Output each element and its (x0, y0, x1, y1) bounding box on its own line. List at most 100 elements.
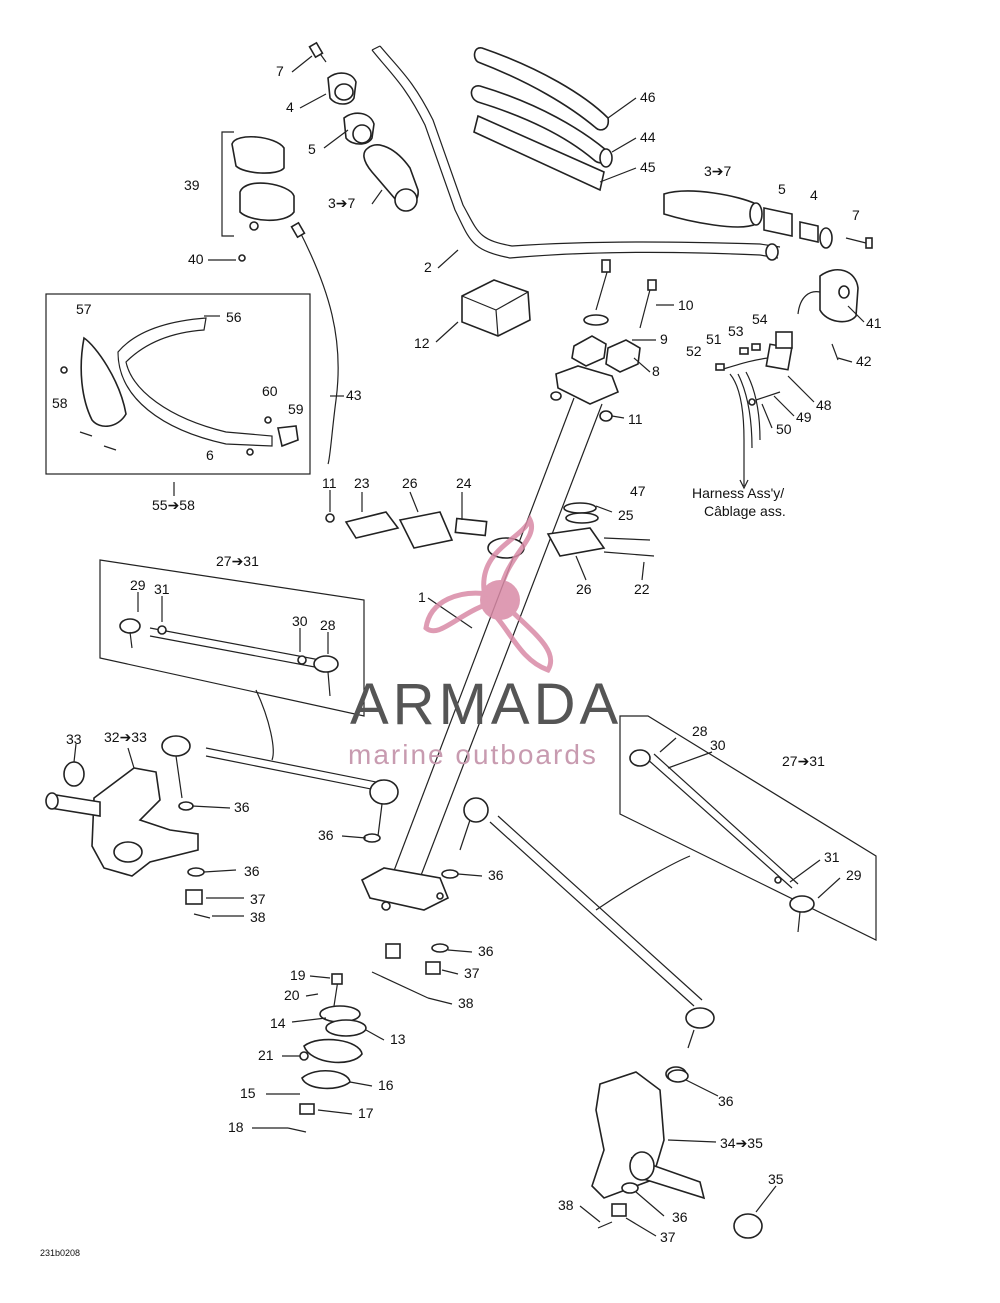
callout-10: 10 (678, 297, 694, 313)
callout-37-b: 37 (464, 965, 480, 981)
callout-28: 28 (320, 617, 336, 633)
callout-19: 19 (290, 967, 306, 983)
callout-47: 47 (630, 483, 646, 499)
propeller-logo (423, 514, 554, 674)
spindle-left (45, 761, 199, 877)
callout-43: 43 (346, 387, 362, 403)
column-clamp-hardware (550, 259, 657, 422)
callout-18: 18 (228, 1119, 244, 1135)
callout-3-to-7: 3➔7 (328, 195, 356, 211)
handlebar (371, 45, 781, 261)
callout-42: 42 (856, 353, 872, 369)
callout-5-right: 5 (778, 181, 786, 197)
callout-30: 30 (292, 613, 308, 629)
callout-7-right: 7 (852, 207, 860, 223)
handlebar-pad (470, 47, 613, 192)
tie-rod-right (459, 797, 715, 1049)
callout-46: 46 (640, 89, 656, 105)
callout-4: 4 (286, 99, 294, 115)
callout-45: 45 (640, 159, 656, 175)
cable-end (290, 221, 306, 239)
callout-50: 50 (776, 421, 792, 437)
callout-48: 48 (816, 397, 832, 413)
callout-2: 2 (424, 259, 432, 275)
callout-51: 51 (706, 331, 722, 347)
watermark-tagline: marine outboards (348, 739, 598, 770)
wiring-harness (715, 331, 793, 490)
left-grip-assembly (308, 41, 419, 212)
harness-note-line2: Câblage ass. (704, 503, 786, 519)
callout-36: 36 (234, 799, 250, 815)
callout-38-b: 38 (458, 995, 474, 1011)
callout-5: 5 (308, 141, 316, 157)
tie-rod-kit-left (99, 559, 365, 717)
leader-lines (73, 55, 865, 1237)
clamp-block (461, 279, 531, 337)
callout-33: 33 (66, 731, 82, 747)
callout-20: 20 (284, 987, 300, 1003)
callout-15: 15 (240, 1085, 256, 1101)
callout-26-right: 26 (576, 581, 592, 597)
watermark-brand: ARMADA (350, 672, 622, 737)
callout-56: 56 (226, 309, 242, 325)
callout-13: 13 (390, 1031, 406, 1047)
lower-bearing-assembly (287, 973, 367, 1133)
callout-17: 17 (358, 1105, 374, 1121)
callout-28-right: 28 (692, 723, 708, 739)
hand-guard-kit (45, 293, 311, 475)
callout-29-right: 29 (846, 867, 862, 883)
callout-37: 37 (250, 891, 266, 907)
callout-23: 23 (354, 475, 370, 491)
linework (45, 41, 877, 1239)
callout-36-e: 36 (478, 943, 494, 959)
watermark: ARMADA marine outboards (348, 514, 622, 770)
callout-24: 24 (456, 475, 472, 491)
callout-54: 54 (752, 311, 768, 327)
callout-36-b: 36 (318, 827, 334, 843)
callout-36-d: 36 (488, 867, 504, 883)
callout-53: 53 (728, 323, 744, 339)
callout-41: 41 (866, 315, 882, 331)
callout-39: 39 (184, 177, 200, 193)
right-grip-assembly (663, 190, 873, 249)
callout-36-c: 36 (244, 863, 260, 879)
throttle-cable (297, 227, 339, 465)
callout-29: 29 (130, 577, 146, 593)
callout-38-c: 38 (558, 1197, 574, 1213)
callout-60: 60 (262, 383, 278, 399)
callout-34-to-35: 34➔35 (720, 1135, 763, 1151)
callout-1: 1 (418, 589, 426, 605)
callout-16: 16 (378, 1077, 394, 1093)
callout-38: 38 (250, 909, 266, 925)
tie-rod-left (161, 689, 399, 837)
callout-30-right: 30 (710, 737, 726, 753)
callout-25: 25 (618, 507, 634, 523)
steering-arm-links (325, 502, 655, 559)
throttle-housing (797, 268, 859, 361)
callout-32-to-33: 32➔33 (104, 729, 147, 745)
callout-12: 12 (414, 335, 430, 351)
tie-rod-kit-right (619, 715, 877, 941)
callout-27-to-31-right: 27➔31 (782, 753, 825, 769)
callout-31: 31 (154, 581, 170, 597)
callout-36-f: 36 (718, 1093, 734, 1109)
callout-8: 8 (652, 363, 660, 379)
callout-57: 57 (76, 301, 92, 317)
callout-11: 11 (628, 411, 643, 427)
callout-11-lower: 11 (322, 475, 337, 491)
hardware (178, 801, 689, 1229)
callout-14: 14 (270, 1015, 286, 1031)
callout-labels: 7 4 5 3➔7 39 40 2 46 44 45 3➔7 5 4 7 12 … (40, 63, 882, 1258)
callout-58: 58 (52, 395, 68, 411)
switch-housing (221, 131, 295, 262)
callout-22: 22 (634, 581, 650, 597)
callout-37-c: 37 (660, 1229, 676, 1245)
callout-31-right: 31 (824, 849, 840, 865)
callout-9: 9 (660, 331, 668, 347)
callout-52: 52 (686, 343, 702, 359)
harness-note-line1: Harness Ass'y/ (692, 485, 784, 501)
callout-26: 26 (402, 475, 418, 491)
callout-44: 44 (640, 129, 656, 145)
